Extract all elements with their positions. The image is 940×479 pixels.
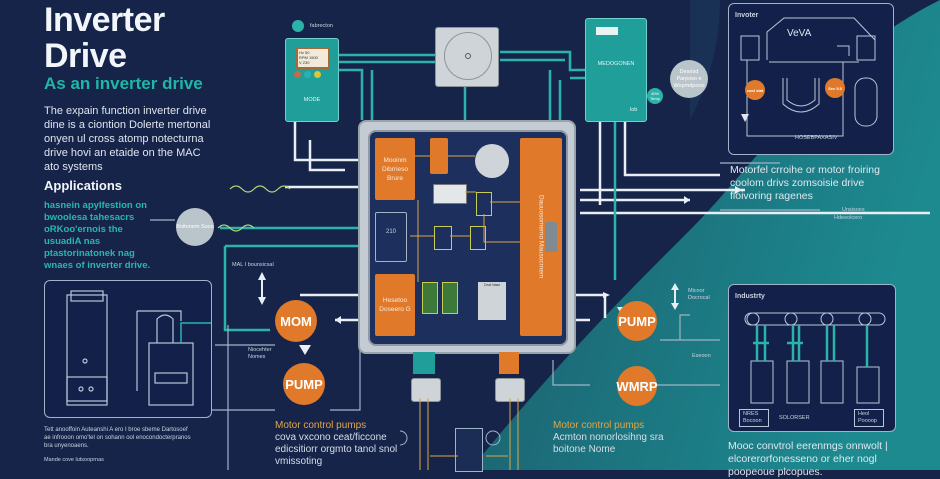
hmi-screen-line: RPM 1500 — [299, 55, 318, 60]
industry-box-2: SOLORSER — [779, 415, 810, 421]
sensor-block-left — [413, 352, 435, 374]
pump-node-left[interactable]: PUMP — [283, 363, 325, 405]
motor-shaft — [465, 53, 471, 59]
inverter-node-1[interactable]: cool stat — [745, 80, 765, 100]
board-traces — [410, 155, 520, 282]
mal-label: MAL I bounsicsal — [232, 262, 274, 268]
right-control-heading: Motor control pumps — [553, 420, 645, 431]
equipment-note: Mande cove lutsooprnas — [44, 457, 104, 463]
inverter-schematic — [740, 17, 878, 137]
industry-box-3: Heol Poooop — [854, 409, 884, 427]
motor-rotor — [444, 32, 492, 80]
hmi-screen: Hz 50 RPM 1500 V 230 — [296, 47, 330, 69]
hmi-button-yellow[interactable] — [314, 71, 321, 78]
igbt-1 — [434, 226, 452, 250]
sensor-block-right — [499, 352, 519, 374]
bottom-wiring — [400, 398, 519, 470]
driver-board-1 — [422, 282, 438, 314]
driver-board-2 — [442, 282, 458, 314]
inverter-module: Mooinm Dibrrieso Brure — [375, 138, 415, 200]
hmi-screen-line: Hz 50 — [299, 50, 310, 55]
source-circle: Boitonem Sooo — [176, 208, 214, 246]
applications-text: hasnein apylfestion on bwoolesa tahesacr… — [44, 200, 151, 271]
contactor-left — [411, 378, 441, 402]
intro-paragraph: The expain function inverter drive dine … — [44, 105, 211, 173]
inverter-node-2[interactable]: Sec 5.5 — [825, 78, 845, 98]
equipment-panel — [44, 280, 220, 418]
temperature-badge: 40% Temp — [647, 88, 663, 104]
motor-description: Motorfel crroihe or motor froiring coolo… — [730, 164, 880, 202]
purpose-circle: Desrisd Parposo e Wopmdpooo — [670, 60, 708, 98]
right-small-label-2: Hdeeolcero — [834, 215, 863, 221]
title-line-1: Inverter — [44, 1, 165, 39]
motor-housing — [435, 27, 499, 87]
left-control-text: cova vxcono ceat/ficcone edicsitiorr org… — [275, 432, 398, 467]
inverter-panel-title: Invoter — [735, 12, 759, 19]
meter-panel: 210 — [375, 212, 407, 262]
left-control-block: Motor control pumps cova vxcono ceat/fic… — [275, 420, 425, 468]
hmi-screen-line: V 230 — [299, 60, 310, 65]
nicher-label: Niocehter Nomes — [248, 347, 272, 360]
equipment-caption: Tett anooffoin Auteanshi A ero I broe sb… — [44, 427, 191, 449]
micnar-label: Micnor Docrocal — [688, 288, 710, 301]
motor-node-mom[interactable]: MOM — [275, 300, 317, 342]
hmi-unit: Hz 50 RPM 1500 V 230 MODE — [285, 38, 339, 122]
esoon-label: Eseoon — [692, 353, 711, 359]
power-module-label: MEDOGONEN — [597, 61, 635, 67]
power-module: MEDOGONEN lob — [585, 18, 647, 122]
pump-node-right[interactable]: PUMP — [617, 301, 657, 341]
left-control-heading: Motor control pumps — [275, 420, 367, 431]
right-control-text: Acmton nonorlosihng sra boitone Nome — [553, 432, 664, 455]
cooling-module-label: Ceat Nase — [483, 283, 501, 287]
hmi-button-teal[interactable] — [304, 71, 311, 78]
machine-illustration — [66, 290, 220, 406]
industry-box-1: NRES Bocoon — [739, 409, 769, 427]
hmi-button-red[interactable] — [294, 71, 301, 78]
inverter-panel-label: VeVA — [787, 28, 812, 39]
relay-module — [433, 184, 467, 204]
industry-panel: Industrty NRES Bocoon SOLORSER Heol Pooo… — [728, 284, 896, 432]
hmi-mode-label: MODE — [303, 97, 321, 103]
terminal-block — [545, 222, 557, 252]
inverter-panel: Invoter VeVA cool stat Sec 5.5 HOSEBPAXA… — [728, 3, 894, 155]
igbt-2 — [470, 226, 486, 250]
factory-badge-icon — [292, 20, 304, 32]
fuse-module — [430, 138, 448, 174]
right-small-label-1: Unsisoes — [842, 207, 865, 213]
page-title: Inverter Drive — [44, 2, 165, 74]
cooling-module: Ceat Nase — [478, 282, 506, 320]
controller-board: Mooinm Dibrrieso Brure Dauuosomemo Mauso… — [368, 130, 568, 346]
controller-enclosure: Mooinm Dibrrieso Brure Dauuosomemo Mauso… — [358, 120, 576, 354]
meter-value: 210 — [385, 229, 396, 235]
inverter-panel-bottom-label: HOSEBPAXASIV — [795, 135, 838, 141]
industry-panel-title: Industrty — [735, 293, 765, 300]
capacitor — [475, 144, 509, 178]
factory-badge-label: fabrecton — [310, 23, 333, 29]
applications-heading: Applications — [44, 178, 123, 193]
subtitle: As an inverter drive — [44, 74, 203, 93]
filter-module: Hesetoo Doseero G — [375, 274, 415, 336]
wmrp-node[interactable]: WMRP — [616, 366, 658, 406]
power-module-small: lob — [630, 107, 638, 113]
industry-description: Mooc convtrol eerenmgs onnwolt | elcorer… — [728, 440, 888, 478]
right-control-block: Motor control pumps Acmton nonorlosihng … — [553, 420, 673, 456]
industry-schematic — [744, 312, 886, 404]
title-line-2: Drive — [44, 37, 127, 75]
power-module-display — [596, 27, 618, 35]
